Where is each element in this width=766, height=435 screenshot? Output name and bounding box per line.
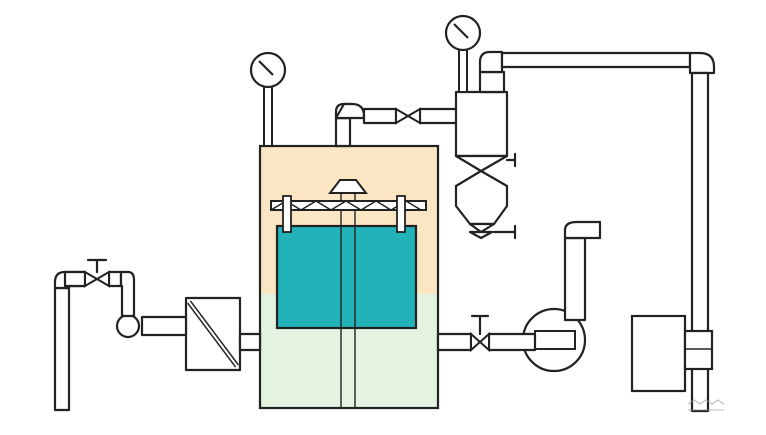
lid-cap-icon <box>327 179 369 194</box>
valve-icon <box>84 258 110 288</box>
valve-icon <box>470 314 490 353</box>
filter-connectors <box>140 315 262 352</box>
hand-valve-icon <box>115 313 141 339</box>
pressure-gauge-icon <box>249 51 287 147</box>
filter-icon <box>184 296 242 372</box>
support-frame <box>270 195 427 233</box>
return-pipe <box>478 50 716 413</box>
pressure-gauge-icon <box>444 14 482 93</box>
basket-icon <box>275 224 418 330</box>
top-outlet-pipe <box>334 102 466 148</box>
valve-icon <box>395 107 421 125</box>
feed-pipe <box>53 270 136 412</box>
vessel-shaft <box>340 194 356 408</box>
cyclone-separator-icon <box>454 70 517 240</box>
watermark-icon <box>687 399 725 411</box>
motor-box-icon <box>630 314 714 393</box>
vessel-right-outlet <box>436 332 537 352</box>
